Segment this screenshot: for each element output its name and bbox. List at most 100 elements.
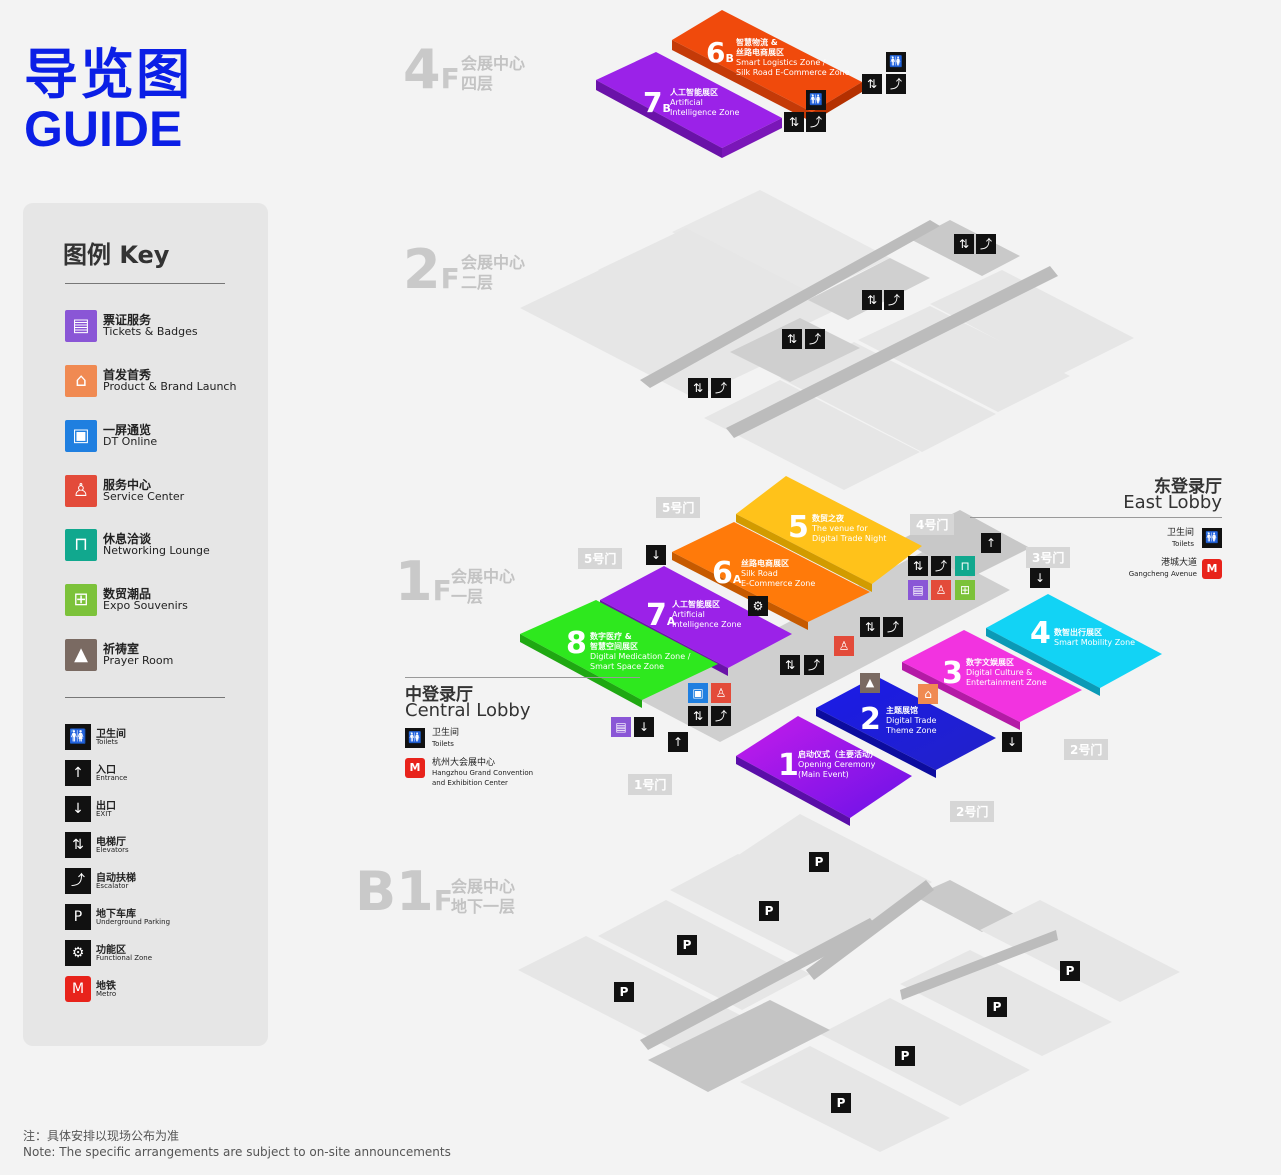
sofa-icon[interactable]: ⊓: [955, 556, 975, 576]
gear-icon[interactable]: ⚙: [748, 596, 768, 616]
elevator-icon[interactable]: ⇅: [862, 74, 882, 94]
zone-8[interactable]: [520, 600, 718, 700]
service-desk-icon[interactable]: ♙: [711, 683, 731, 703]
elevator-icon: ⇅: [65, 832, 91, 858]
escalator-icon[interactable]: ⤴: [804, 655, 824, 675]
escalator-icon[interactable]: ⤴: [884, 290, 904, 310]
zone-6a[interactable]: [672, 522, 870, 622]
exit-icon[interactable]: ↓: [634, 717, 654, 737]
entrance-icon[interactable]: ↑: [981, 533, 1001, 553]
ticket-badge-icon: ▤: [65, 310, 97, 342]
escalator-icon[interactable]: ⤴: [886, 74, 906, 94]
escalator-icon[interactable]: ⤴: [931, 556, 951, 576]
central-lobby-title: 中登录厅: [405, 685, 473, 705]
prayer-icon[interactable]: ▲: [860, 673, 880, 693]
legend-title: 图例 Key: [63, 241, 170, 269]
legend-divider: [65, 697, 225, 698]
zone-2-num: 2: [860, 702, 881, 737]
prayer-icon: ▲: [65, 639, 97, 671]
floor-4f: [596, 10, 862, 158]
parking-icon[interactable]: P: [1060, 961, 1080, 981]
zone-3[interactable]: [902, 630, 1082, 722]
toilet-icon[interactable]: 🚻: [886, 52, 906, 72]
zone-7b-label: 7B: [643, 86, 671, 119]
elevator-icon[interactable]: ⇅: [908, 556, 928, 576]
escalator-icon[interactable]: ⤴: [711, 706, 731, 726]
entrance-icon[interactable]: ↑: [668, 732, 688, 752]
legend-panel: 图例 Key ▤ 票证服务 Tickets & Badges ⌂ 首发首秀 Pr…: [23, 203, 268, 1046]
exit-icon[interactable]: ↓: [1002, 732, 1022, 752]
footer-note-en: Note: The specific arrangements are subj…: [23, 1145, 451, 1159]
entrance-icon: ↑: [65, 760, 91, 786]
legend-divider: [65, 283, 225, 284]
zone-5[interactable]: [736, 476, 922, 584]
escalator-icon[interactable]: ⤴: [883, 617, 903, 637]
sofa-icon: ⊓: [65, 529, 97, 561]
escalator-icon[interactable]: ⤴: [806, 112, 826, 132]
toilet-icon: 🚻: [65, 724, 91, 750]
floor-2f: [520, 190, 1134, 490]
gift-icon[interactable]: ⊞: [955, 580, 975, 600]
elevator-icon[interactable]: ⇅: [688, 706, 708, 726]
screen-icon[interactable]: ▣: [688, 683, 708, 703]
toilet-icon: 🚻: [405, 728, 425, 748]
screen-icon: ▣: [65, 420, 97, 452]
elevator-icon[interactable]: ⇅: [954, 234, 974, 254]
elevator-icon[interactable]: ⇅: [782, 329, 802, 349]
east-lobby-rule: [970, 517, 1222, 518]
zone-5-num: 5: [788, 510, 809, 545]
escalator-icon[interactable]: ⤴: [805, 329, 825, 349]
escalator-icon[interactable]: ⤴: [711, 378, 731, 398]
floor-label-b1: B1F: [355, 860, 453, 923]
service-desk-icon: ♙: [65, 475, 97, 507]
escalator-icon: ⤴: [65, 868, 91, 894]
gift-icon: ⊞: [65, 584, 97, 616]
escalator-icon[interactable]: ⤴: [976, 234, 996, 254]
gear-icon: ⚙: [65, 940, 91, 966]
zone-2[interactable]: [816, 676, 996, 770]
exit-icon[interactable]: ↓: [1030, 568, 1050, 588]
parking-icon[interactable]: P: [895, 1046, 915, 1066]
elevator-icon[interactable]: ⇅: [784, 112, 804, 132]
page-title-cn: 导览图: [24, 43, 192, 106]
zone-7b[interactable]: [596, 52, 782, 148]
east-lobby-title: 东登录厅: [1154, 477, 1222, 497]
zone-4[interactable]: [986, 594, 1162, 688]
elevator-icon[interactable]: ⇅: [780, 655, 800, 675]
zone-7a[interactable]: [600, 566, 792, 668]
toilet-icon: 🚻: [1202, 528, 1222, 548]
floor-caption-4f: 会展中心四层: [461, 54, 526, 93]
elevator-icon[interactable]: ⇅: [860, 617, 880, 637]
zone-6b-label: 6B: [706, 36, 734, 69]
metro-icon: M: [405, 758, 425, 778]
parking-icon[interactable]: P: [759, 901, 779, 921]
parking-icon[interactable]: P: [614, 982, 634, 1002]
toilet-icon[interactable]: 🚻: [806, 90, 826, 110]
zone-4-num: 4: [1030, 616, 1051, 651]
parking-icon[interactable]: P: [677, 935, 697, 955]
zone-3-num: 3: [942, 656, 963, 691]
parking-icon[interactable]: P: [809, 852, 829, 872]
exit-icon[interactable]: ↓: [646, 545, 666, 565]
ticket-badge-icon[interactable]: ▤: [908, 580, 928, 600]
footer-note-cn: 注：具体安排以现场公布为准: [23, 1129, 180, 1143]
service-desk-icon[interactable]: ♙: [834, 636, 854, 656]
page-title-en: GUIDE: [24, 101, 183, 157]
parking-icon[interactable]: P: [987, 997, 1007, 1017]
ticket-badge-icon[interactable]: ▤: [611, 717, 631, 737]
zone-6b[interactable]: [672, 10, 862, 112]
parking-icon[interactable]: P: [831, 1093, 851, 1113]
service-desk-icon[interactable]: ♙: [931, 580, 951, 600]
zone-1[interactable]: [736, 716, 912, 818]
elevator-icon[interactable]: ⇅: [862, 290, 882, 310]
gate-3: 3号门: [1026, 547, 1071, 568]
metro-icon: M: [1202, 559, 1222, 579]
zone-6a-label: 6A: [712, 556, 742, 591]
launch-icon[interactable]: ⌂: [918, 684, 938, 704]
elevator-icon[interactable]: ⇅: [688, 378, 708, 398]
